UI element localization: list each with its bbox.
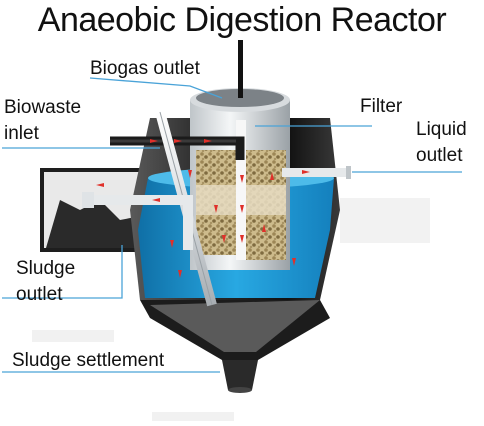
flow-arrow bbox=[222, 235, 226, 243]
label-sludge-outlet-line1: Sludge bbox=[16, 258, 76, 279]
label-liquid-outlet-line1: Liquid bbox=[416, 119, 467, 140]
flow-arrow bbox=[214, 205, 218, 213]
leader-biogas bbox=[89, 77, 223, 99]
flow-arrow bbox=[188, 170, 192, 178]
flow-arrow bbox=[204, 139, 212, 143]
label-biowaste-inlet-line2: inlet bbox=[4, 123, 39, 144]
leader-lines bbox=[2, 77, 462, 373]
flow-arrow bbox=[302, 170, 310, 174]
flow-arrow-group bbox=[96, 139, 310, 278]
sludge-outlet-pipe bbox=[92, 195, 193, 250]
label-sludge-outlet: Sludge outlet bbox=[16, 256, 75, 308]
flow-arrow bbox=[262, 224, 266, 232]
label-biowaste-inlet: Biowaste inlet bbox=[4, 95, 81, 147]
flow-arrow bbox=[150, 139, 158, 143]
flow-arrow bbox=[178, 270, 182, 278]
label-sludge-outlet-line2: outlet bbox=[16, 284, 63, 305]
sludge-deposit bbox=[46, 200, 146, 248]
flow-arrow bbox=[240, 175, 244, 183]
flow-arrow bbox=[270, 172, 274, 180]
biogas-pipe bbox=[238, 40, 243, 98]
flow-arrow bbox=[292, 258, 296, 266]
liquid-outlet-pipe bbox=[282, 168, 348, 177]
flow-arrow bbox=[240, 205, 244, 213]
flow-arrow bbox=[96, 183, 104, 187]
label-filter: Filter bbox=[360, 96, 403, 117]
page-title: Anaeobic Digestion Reactor bbox=[37, 1, 447, 39]
label-biowaste-inlet-line1: Biowaste bbox=[4, 97, 82, 118]
label-sludge-settlement: Sludge settlement bbox=[12, 350, 165, 371]
flow-arrow bbox=[170, 240, 174, 248]
label-liquid-outlet: Liquid outlet bbox=[416, 117, 467, 169]
label-liquid-outlet-line2: outlet bbox=[416, 145, 463, 166]
flow-arrow bbox=[152, 198, 160, 202]
flow-arrow bbox=[240, 235, 244, 243]
label-biogas-outlet: Biogas outlet bbox=[90, 58, 200, 79]
leader-sludge-outlet bbox=[2, 245, 123, 299]
flow-arrow bbox=[174, 139, 182, 143]
